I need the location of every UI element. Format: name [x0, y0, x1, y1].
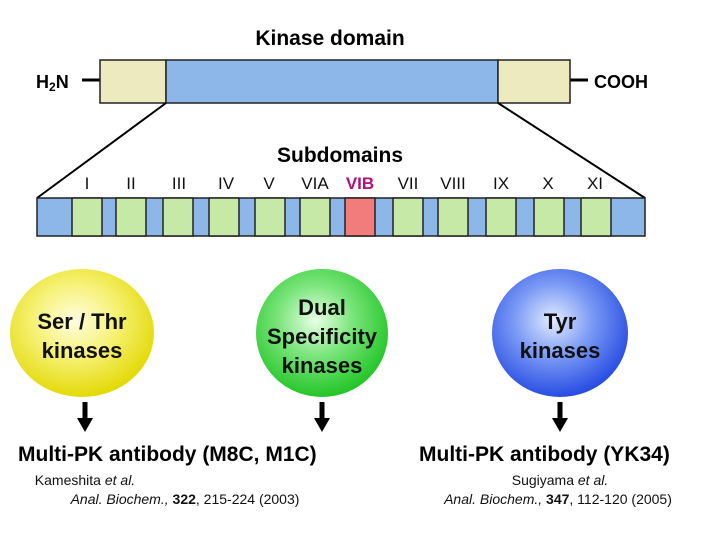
subdomain-label-VIB: VIB — [345, 174, 375, 193]
subdomains-title: Subdomains — [276, 144, 403, 167]
subdomain-label-I: I — [84, 174, 90, 193]
n-terminus-label: H2N — [36, 72, 69, 94]
subdomain-segment-V — [254, 197, 286, 237]
tyr-kinase-circle — [492, 269, 628, 397]
subdomain-label-III: III — [171, 174, 187, 193]
subdomain-segment-XI — [580, 197, 612, 237]
subdomain-label-IV: IV — [217, 174, 235, 193]
subdomain-label-V: V — [263, 174, 275, 193]
ser-thr-kinase-circle — [10, 269, 154, 397]
arrow-down-icon — [314, 402, 330, 432]
subdomain-segments — [71, 197, 612, 237]
citation-authors-sugiyama: Sugiyama et al. — [511, 472, 609, 488]
subdomain-label-IX: IX — [492, 174, 510, 193]
subdomain-segment-VII — [392, 197, 424, 237]
citation-journal-kameshita: Anal. Biochem., 322, 215-224 (2003) — [70, 491, 300, 507]
citation-journal-sugiyama: Anal. Biochem., 347, 112-120 (2005) — [444, 491, 672, 507]
subdomain-label-II: II — [126, 174, 136, 193]
arrow-down-icon — [77, 402, 93, 432]
subdomain-label-XI: XI — [586, 174, 604, 193]
dual-specificity-kinase-circle — [256, 269, 388, 397]
subdomain-segment-III — [162, 197, 194, 237]
domain-c-flank — [497, 59, 571, 104]
ser-thr-kinase-label: Ser / Thr kinases — [37, 309, 127, 363]
citation-authors-kameshita: Kameshita et al. — [34, 472, 136, 488]
subdomain-segment-VIB — [344, 197, 376, 237]
subdomain-segment-II — [115, 197, 147, 237]
expansion-line-left — [36, 102, 167, 199]
subdomain-label-X: X — [542, 174, 554, 193]
c-terminus-label: COOH — [594, 72, 648, 92]
tyr-kinase-label: Tyr kinases — [519, 309, 601, 363]
subdomain-segment-VIII — [437, 197, 469, 237]
subdomain-bar — [36, 197, 646, 237]
antibody-title-m8c-m1c: Multi-PK antibody (M8C, M1C) — [18, 443, 317, 466]
subdomain-segment-X — [533, 197, 565, 237]
kinase-domain-bar — [82, 59, 588, 104]
subdomain-label-VIA: VIA — [301, 174, 329, 193]
subdomain-label-VIII: VIII — [440, 174, 466, 193]
kinase-domain-title: Kinase domain — [255, 27, 405, 50]
antibody-title-yk34: Multi-PK antibody (YK34) — [419, 443, 670, 466]
expansion-line-right — [497, 102, 646, 199]
dual-specificity-kinase-label: Dual Specificity kinases — [266, 295, 378, 378]
arrow-down-icon — [552, 402, 568, 432]
subdomain-label-VII: VII — [397, 174, 419, 193]
domain-n-flank — [99, 59, 167, 104]
subdomain-segment-VIA — [299, 197, 331, 237]
domain-core — [165, 59, 499, 104]
subdomain-segment-IX — [485, 197, 517, 237]
subdomain-segment-IV — [208, 197, 240, 237]
subdomain-segment-I — [71, 197, 103, 237]
